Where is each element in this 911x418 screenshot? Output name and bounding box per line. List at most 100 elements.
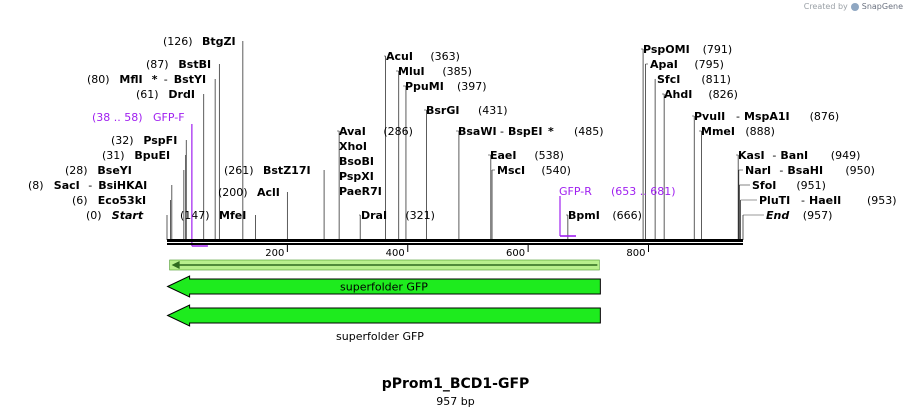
site-mfli[interactable]: (80)MflI*-BstYI: [87, 73, 206, 86]
site-star: *: [548, 125, 554, 138]
primer-gfp-f[interactable]: (38 .. 58)GFP-F: [92, 111, 208, 247]
ruler-tick-label: 800: [626, 248, 645, 259]
site-bsrgi[interactable]: BsrGI(431): [426, 104, 508, 117]
site-bseyi[interactable]: (28)BseYI: [65, 164, 132, 177]
site-bpuei[interactable]: (31)BpuEI: [102, 149, 170, 162]
site-apai[interactable]: ApaI(795): [650, 58, 724, 71]
site-name: MflI: [119, 73, 142, 86]
site-position: (431): [478, 104, 508, 117]
site-saci[interactable]: (8)SacI-BsiHKAI: [28, 179, 147, 192]
site-eaei[interactable]: EaeI(538): [490, 149, 564, 162]
site-drai[interactable]: DraI (321): [361, 209, 435, 222]
site-bpmi[interactable]: BpmI(666): [568, 209, 642, 222]
site-position: (540): [541, 164, 571, 177]
site-name: BstZ17I: [263, 164, 311, 177]
orf-arrow-icon: [171, 261, 180, 269]
site-pvuii[interactable]: PvuII-MspA1I(876): [694, 110, 839, 123]
site-name: PspOMI: [643, 43, 690, 56]
site-name: NarI: [745, 164, 771, 177]
feature-superfolder-gfp-2[interactable]: superfolder GFP: [166, 304, 601, 343]
site-name: Eco53kI: [98, 194, 146, 207]
site-start[interactable]: (0)Start: [86, 209, 144, 222]
site-ahdi[interactable]: AhdI(826): [664, 88, 738, 101]
site-position: (485): [574, 125, 604, 138]
site-position: (876): [810, 110, 840, 123]
site-name: SfcI: [657, 73, 680, 86]
site-position: (363): [430, 50, 460, 63]
site-position: (31): [102, 149, 125, 162]
site-position: (791): [703, 43, 733, 56]
site-bstbi[interactable]: (87)BstBI: [146, 58, 211, 71]
site-extra-name: BanI: [780, 149, 808, 162]
site-position: (80): [87, 73, 110, 86]
site-dash: -: [801, 194, 805, 207]
site-name: MluI: [398, 65, 425, 78]
site-mfei[interactable]: (147)MfeI: [180, 209, 246, 222]
site-pspomi[interactable]: PspOMI (791): [643, 43, 732, 56]
site-position: (397): [457, 80, 487, 93]
site-stack-name: XhoI: [339, 140, 367, 153]
site-position: (8): [28, 179, 44, 192]
site-name: BtgZI: [202, 35, 236, 48]
site-name: AclI: [257, 186, 280, 199]
site-name: SacI: [54, 179, 80, 192]
site-extra-name: HaeII: [809, 194, 841, 207]
site-nari[interactable]: NarI-BsaHI(950): [745, 164, 875, 177]
site-acui[interactable]: AcuI(363): [386, 50, 460, 63]
site-bstz17i[interactable]: (261) BstZ17I: [224, 164, 311, 177]
site-position: (957): [803, 209, 833, 222]
site-position: (61): [136, 88, 159, 101]
site-sfoi[interactable]: SfoI(951): [752, 179, 826, 192]
site-sfci[interactable]: SfcI(811): [657, 73, 731, 86]
site-mlui[interactable]: MluI(385): [398, 65, 472, 78]
site-bsawi[interactable]: BsaWI-BspEI*(485): [458, 125, 604, 138]
site-name: EaeI: [490, 149, 517, 162]
site-position: (261): [224, 164, 254, 177]
primer-range: (38 .. 58): [92, 111, 143, 124]
site-drdi[interactable]: (61)DrdI: [136, 88, 195, 101]
site-dash: -: [779, 164, 783, 177]
site-position: (286): [383, 125, 413, 138]
feature-superfolder-gfp-1[interactable]: superfolder GFP: [166, 275, 601, 298]
site-position: (6): [72, 194, 88, 207]
site-ppumi[interactable]: PpuMI(397): [405, 80, 487, 93]
site-name: MscI: [497, 164, 525, 177]
site-extra-name: BspEI: [508, 125, 542, 138]
site-kasi[interactable]: KasI-BanI(949): [738, 149, 860, 162]
site-position: (32): [111, 134, 134, 147]
site-pluti[interactable]: PluTI-HaeII(953): [759, 194, 897, 207]
site-mmei[interactable]: MmeI (888): [701, 125, 775, 138]
site-name: MmeI: [701, 125, 735, 138]
site-name: AvaI: [339, 125, 366, 138]
site-position: (321): [405, 209, 435, 222]
site-pspfi[interactable]: (32) PspFI: [111, 134, 177, 147]
site-position: (28): [65, 164, 88, 177]
site-name: ApaI: [650, 58, 678, 71]
feature-label: superfolder GFP: [340, 281, 428, 294]
site-eco53ki[interactable]: (6) Eco53kI: [72, 194, 146, 207]
site-position: (888): [745, 125, 775, 138]
site-name: PluTI: [759, 194, 790, 207]
site-position: (200): [218, 186, 248, 199]
site-acli[interactable]: (200) AclI: [218, 186, 280, 199]
site-msci[interactable]: MscI (540): [497, 164, 571, 177]
site-position: (87): [146, 58, 169, 71]
site-end[interactable]: End(957): [766, 209, 832, 222]
site-dash: -: [736, 110, 740, 123]
primer-gfp-r[interactable]: GFP-R(653 .. 681): [559, 185, 676, 237]
site-lines: [166, 41, 764, 240]
site-dash: -: [500, 125, 504, 138]
feature-label: superfolder GFP: [336, 330, 424, 343]
site-position: (951): [796, 179, 826, 192]
site-name: DraI: [361, 209, 387, 222]
site-extra-name: BsiHKAI: [98, 179, 147, 192]
site-position: (126): [163, 35, 193, 48]
site-name: PspFI: [143, 134, 177, 147]
site-btgzi[interactable]: (126) BtgZI: [163, 35, 236, 48]
site-position: (826): [708, 88, 738, 101]
snapgene-credit: Created by SnapGene: [804, 2, 903, 11]
map-title: pProm1_BCD1-GFP: [381, 376, 530, 392]
